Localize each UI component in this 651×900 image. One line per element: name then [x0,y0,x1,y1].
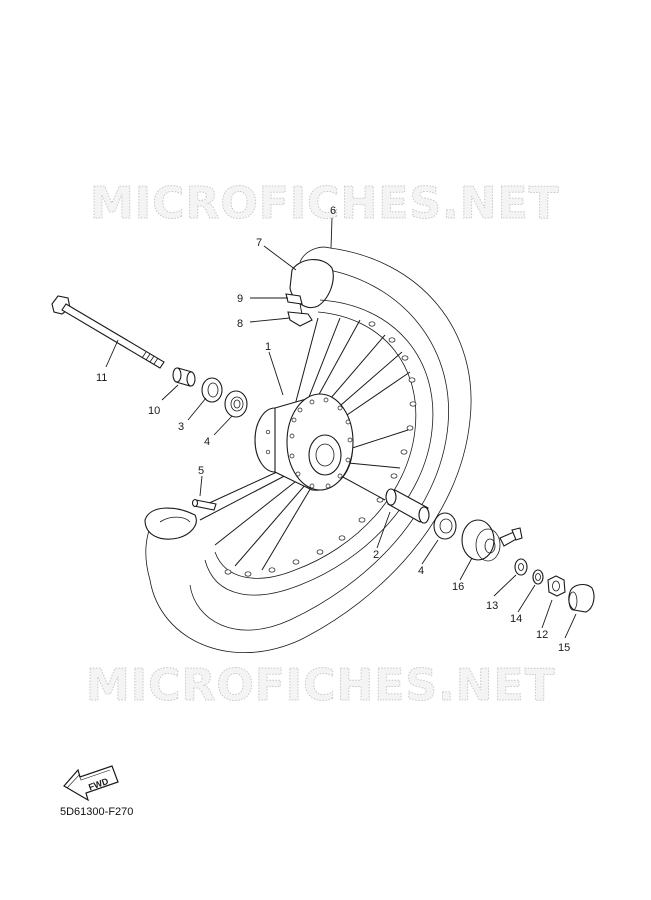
callout-7: 7 [256,237,262,249]
callout-3: 3 [178,421,184,433]
bearing-left [224,390,248,418]
callouts: 1 2 3 4 4 5 6 7 8 9 10 11 12 13 14 15 16 [96,205,570,654]
callout-10: 10 [148,405,160,417]
callout-13: 13 [486,600,498,612]
callout-15: 15 [558,642,570,654]
watermark-bottom: MICROFICHES.NET [86,660,556,711]
callout-1: 1 [265,341,271,353]
spacer-collar [172,367,196,387]
callout-11: 11 [96,372,107,384]
fwd-arrow-icon: FWD [63,765,119,802]
callout-5: 5 [198,465,204,477]
washer [514,558,528,576]
callout-4-right: 4 [418,565,424,577]
bearing-right [433,512,457,540]
callout-4-left: 4 [204,436,210,448]
callout-16: 16 [452,581,464,593]
diagram-code: 5D61300-F270 [60,806,134,818]
tire-valve [191,498,217,511]
hub [254,393,354,491]
leader-lines [105,217,577,639]
hub-flange-holes [265,397,353,489]
watermark-top: MICROFICHES.NET [90,178,560,229]
callout-14: 14 [510,613,522,625]
tire [144,246,472,654]
spacer-tube [385,488,430,524]
callout-8: 8 [237,318,243,330]
callout-12: 12 [536,629,548,641]
rim-lock [285,293,313,327]
callout-9: 9 [237,293,243,305]
axle-cap [568,583,595,613]
callout-6: 6 [330,205,336,217]
axle [51,295,165,369]
axle-nut [547,575,566,597]
lock-washer [532,569,544,585]
meter-gear-unit [461,519,523,562]
oil-seal-left [201,377,223,403]
callout-2: 2 [373,549,379,561]
